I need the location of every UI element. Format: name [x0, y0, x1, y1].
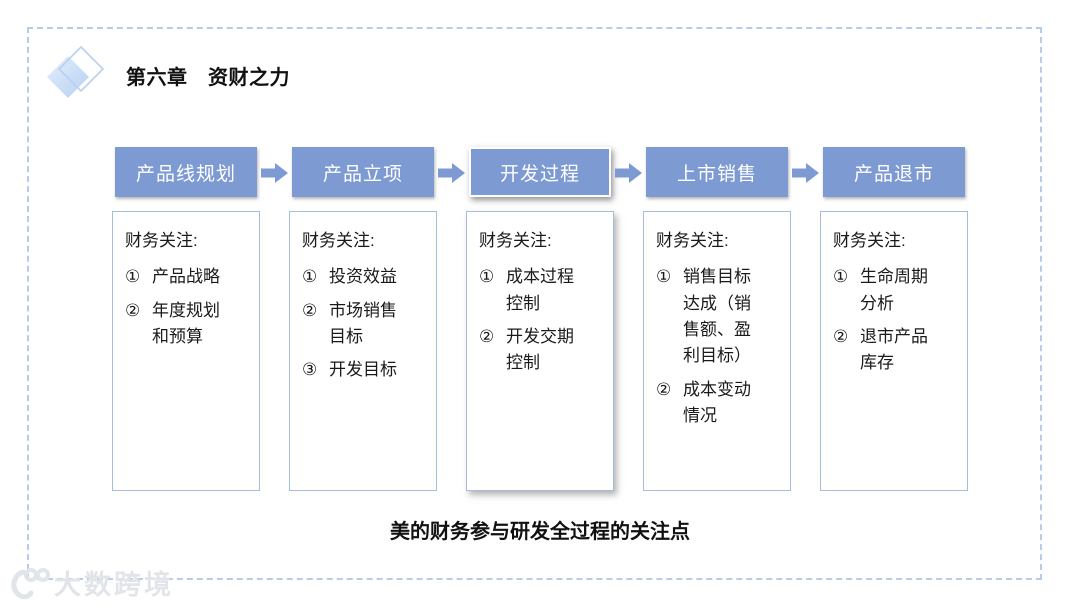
- focus-label: 财务关注:: [302, 231, 375, 250]
- stage-header: 产品立项: [292, 147, 434, 197]
- watermark: 大数跨境: [8, 563, 174, 602]
- stage-header: 产品线规划: [115, 147, 257, 197]
- diamond-decoration-icon: [47, 45, 105, 98]
- focus-label: 财务关注:: [125, 231, 198, 250]
- page-title: 第六章 资财之力: [126, 67, 290, 89]
- stage-header: 产品退市: [823, 147, 965, 197]
- focus-label: 财务关注:: [833, 231, 906, 250]
- focus-label: 财务关注:: [479, 231, 552, 250]
- focus-label: 财务关注:: [656, 231, 729, 250]
- stage-header: 上市销售: [646, 147, 788, 197]
- stage-header: 开发过程: [469, 147, 611, 197]
- flow-arrow-right-icon: [260, 162, 289, 184]
- flow-arrow-right-icon: [437, 162, 466, 184]
- flow-arrow-right-icon: [791, 162, 820, 184]
- flow-arrow-right-icon: [614, 162, 643, 184]
- dashukuajing-logo-icon: [11, 567, 50, 599]
- slide-caption: 美的财务参与研发全过程的关注点: [390, 521, 690, 543]
- watermark-text: 大数跨境: [54, 570, 174, 600]
